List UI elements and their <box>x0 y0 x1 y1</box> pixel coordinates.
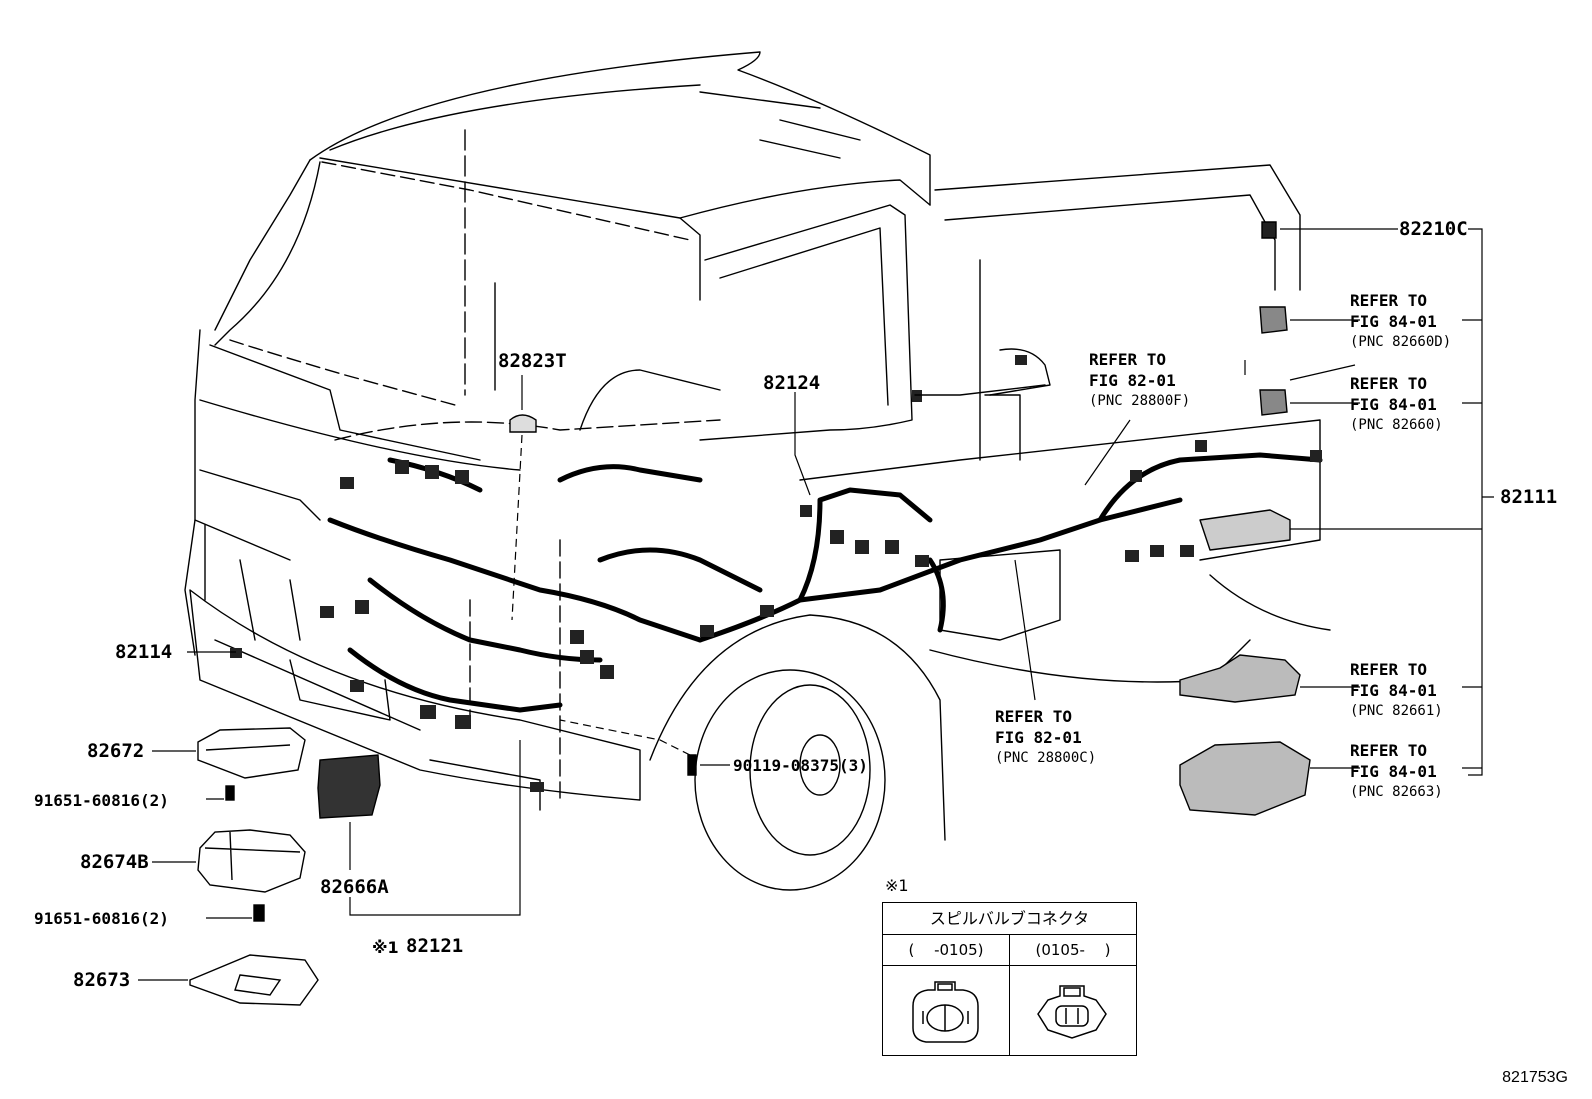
part-82674B: 82674B <box>80 851 149 873</box>
door-window <box>699 204 913 441</box>
relay-82666A <box>317 754 381 819</box>
refer-line1: REFER TO <box>1089 350 1167 369</box>
refer-to-82663: REFER TO FIG 84-01 (PNC 82663) <box>1350 740 1443 803</box>
front-bumper <box>189 589 641 801</box>
inset-mark: ※1 <box>885 876 909 895</box>
refer-line2: FIG 84-01 <box>1350 395 1437 414</box>
cab-roof <box>309 51 931 206</box>
bolt-90119 <box>687 754 697 776</box>
part-82114: 82114 <box>115 641 173 663</box>
relay-82660D <box>1259 306 1288 334</box>
relay-82660 <box>1259 389 1288 416</box>
inset-col-before: ( -0105) <box>908 941 984 959</box>
relay-block <box>1199 509 1291 551</box>
bolt-91651-b <box>253 904 265 922</box>
cover-82661 <box>1179 654 1301 703</box>
spill-valve-connector-inset: スピルバルブコネクタ ( -0105) (0105- ) <box>882 902 1137 1056</box>
inset-title: スピルバルブコネクタ <box>883 903 1136 935</box>
inset-pictures <box>883 966 1136 1055</box>
refer-pnc: (PNC 28800F) <box>1089 393 1191 409</box>
refer-pnc: (PNC 28800C) <box>995 750 1097 766</box>
refer-to-28800C: REFER TO FIG 82-01 (PNC 28800C) <box>995 706 1096 769</box>
bolt-91651-a <box>225 785 235 801</box>
part-82121-mark: ※1 <box>372 938 399 957</box>
refer-line2: FIG 82-01 <box>1089 371 1176 390</box>
refer-pnc: (PNC 82663) <box>1350 784 1443 800</box>
bracket-82674B <box>197 829 306 893</box>
chassis-frame <box>799 419 1321 561</box>
bracket-82673 <box>189 954 319 1006</box>
part-91651-60816-b: 91651-60816(2) <box>34 909 169 928</box>
refer-to-82660: REFER TO FIG 84-01 (PNC 82660) <box>1350 373 1443 436</box>
refer-pnc: (PNC 82660D) <box>1350 334 1452 350</box>
leader-82124 <box>794 392 811 496</box>
box-82663 <box>1179 741 1311 816</box>
inset-col-after: (0105- ) <box>1009 935 1136 965</box>
grommet-82823T <box>509 414 537 433</box>
leader-82121 <box>349 740 521 916</box>
refer-line2: FIG 84-01 <box>1350 312 1437 331</box>
connector-new <box>1009 966 1136 1055</box>
leader-refer-28800C <box>1014 559 1036 701</box>
part-82111: 82111 <box>1500 486 1558 508</box>
part-82210C: 82210C <box>1399 218 1468 240</box>
refer-line1: REFER TO <box>1350 374 1428 393</box>
part-82823T: 82823T <box>498 350 567 372</box>
part-91651-60816-a: 91651-60816(2) <box>34 791 169 810</box>
refer-to-82660D: REFER TO FIG 84-01 (PNC 82660D) <box>1350 290 1451 353</box>
refer-pnc: (PNC 82660) <box>1350 417 1443 433</box>
refer-to-82661: REFER TO FIG 84-01 (PNC 82661) <box>1350 659 1443 722</box>
bracket-82111 <box>1468 228 1494 776</box>
refer-to-28800F: REFER TO FIG 82-01 (PNC 28800F) <box>1089 349 1190 412</box>
ecu-82672 <box>197 727 306 779</box>
leader-refer-28800F <box>1084 419 1131 486</box>
refer-line2: FIG 82-01 <box>995 728 1082 747</box>
clip-82210C <box>1261 221 1277 239</box>
refer-pnc: (PNC 82661) <box>1350 703 1443 719</box>
part-82666A: 82666A <box>320 876 389 898</box>
part-90119-08375: 90119-08375(3) <box>733 756 868 775</box>
front-fender <box>649 614 946 841</box>
windshield <box>214 161 321 346</box>
refer-line1: REFER TO <box>1350 291 1428 310</box>
refer-line2: FIG 84-01 <box>1350 762 1437 781</box>
connector-old-icon <box>912 981 979 1043</box>
part-82124: 82124 <box>763 372 821 394</box>
refer-line2: FIG 84-01 <box>1350 681 1437 700</box>
refer-line1: REFER TO <box>1350 660 1428 679</box>
connector-new-icon <box>1037 985 1107 1039</box>
inset-columns: ( -0105) (0105- ) <box>883 935 1136 966</box>
figure-id: 821753G <box>1502 1069 1568 1086</box>
part-82672: 82672 <box>87 740 145 762</box>
front-wheel <box>694 669 886 891</box>
part-82121: 82121 <box>406 935 464 957</box>
part-82673: 82673 <box>73 969 131 991</box>
refer-line1: REFER TO <box>1350 741 1428 760</box>
refer-line1: REFER TO <box>995 707 1073 726</box>
connector-old <box>883 966 1009 1055</box>
wire-harness-main <box>327 517 703 643</box>
